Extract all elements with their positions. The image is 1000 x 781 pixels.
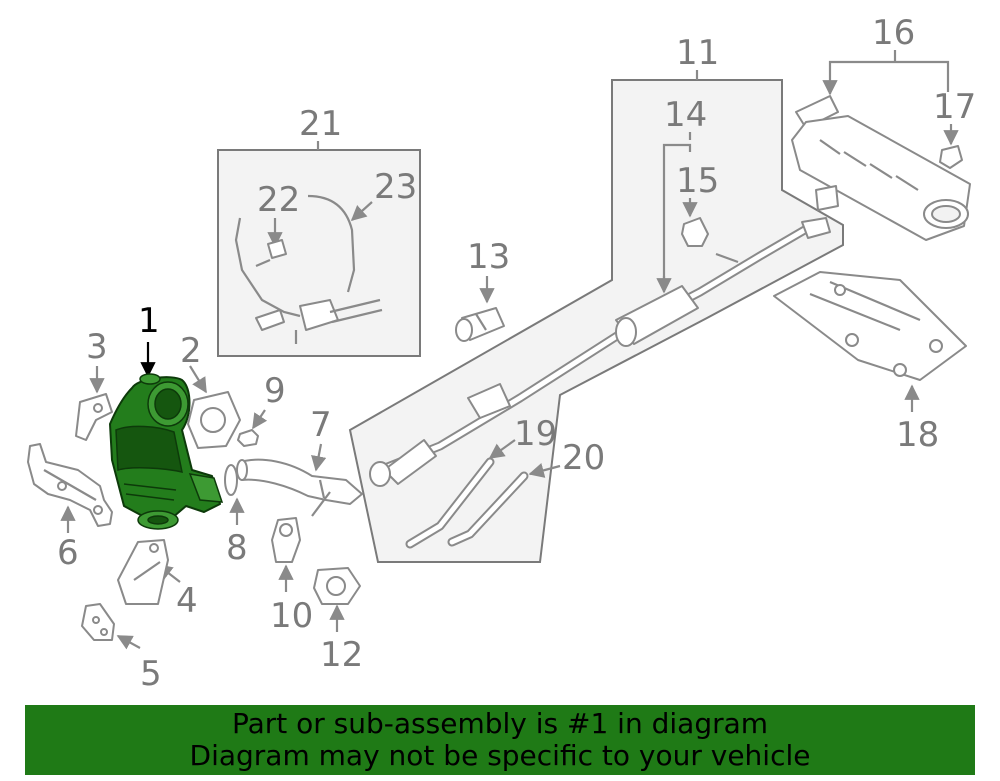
part-20-pipe[interactable] [447, 471, 529, 547]
callout-20[interactable]: 20 [562, 438, 605, 478]
part-11-exhaust-pipe[interactable] [369, 217, 831, 487]
part-22-sensor[interactable] [234, 217, 301, 331]
callout-10[interactable]: 10 [270, 596, 313, 636]
callout-5[interactable]: 5 [140, 654, 162, 694]
info-banner: Part or sub-assembly is #1 in diagram Di… [25, 705, 975, 775]
callout-8[interactable]: 8 [226, 528, 248, 568]
part-1-catalytic-converter[interactable] [109, 373, 224, 530]
callout-11[interactable]: 11 [676, 33, 719, 73]
group-11-background [348, 79, 844, 563]
part-5-bracket[interactable] [81, 603, 115, 641]
callout-13[interactable]: 13 [467, 237, 510, 277]
part-17-hanger[interactable] [939, 145, 963, 169]
part-12-gasket[interactable] [313, 567, 361, 605]
part-16-muffler[interactable] [791, 95, 971, 241]
callout-15[interactable]: 15 [676, 161, 719, 201]
part-4-bracket[interactable] [117, 539, 169, 605]
callout-21[interactable]: 21 [299, 104, 342, 144]
callout-19[interactable]: 19 [514, 414, 557, 454]
part-3-bracket[interactable] [75, 393, 113, 441]
part-9-nut[interactable] [237, 429, 259, 447]
callout-6[interactable]: 6 [57, 533, 79, 573]
part-10-hanger[interactable] [271, 517, 301, 563]
callout-23[interactable]: 23 [374, 167, 417, 207]
callout-1[interactable]: 1 [138, 301, 160, 341]
part-2-gasket[interactable] [187, 391, 241, 449]
callout-7[interactable]: 7 [310, 405, 332, 445]
exhaust-parts-diagram: 1 2 3 4 5 6 7 8 9 10 11 12 13 14 15 16 1… [27, 13, 976, 694]
callout-9[interactable]: 9 [264, 371, 286, 411]
callout-3[interactable]: 3 [86, 327, 108, 367]
part-15-insulator[interactable] [681, 217, 709, 247]
part-7-front-pipe[interactable] [236, 458, 363, 517]
callout-22[interactable]: 22 [257, 180, 300, 220]
callout-16[interactable]: 16 [872, 13, 915, 53]
callout-18[interactable]: 18 [896, 415, 939, 455]
banner-line-1: Part or sub-assembly is #1 in diagram [231, 707, 769, 740]
part-19-pipe[interactable] [405, 457, 495, 549]
callout-12[interactable]: 12 [320, 635, 363, 675]
callout-17[interactable]: 17 [933, 87, 976, 127]
part-23-sensor[interactable] [294, 194, 383, 344]
banner-line-2: Diagram may not be specific to your vehi… [189, 739, 811, 772]
callout-2[interactable]: 2 [180, 331, 202, 371]
callout-14[interactable]: 14 [664, 95, 707, 135]
part-6-heat-shield[interactable] [27, 443, 113, 527]
part-13-clamp[interactable] [455, 307, 505, 342]
part-8-gasket[interactable] [224, 464, 238, 496]
leader-lines [60, 50, 959, 650]
part-18-heat-shield[interactable] [773, 271, 967, 381]
callout-4[interactable]: 4 [176, 581, 198, 621]
